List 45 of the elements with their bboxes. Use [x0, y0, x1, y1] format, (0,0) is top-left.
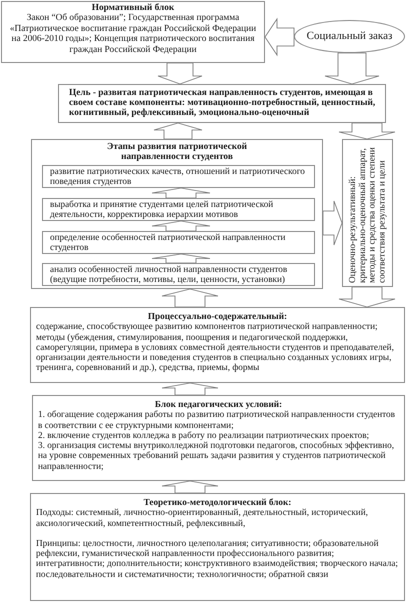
block-heading: Процессуально-содержательный:: [146, 311, 288, 322]
ellipse-node: [294, 20, 405, 53]
block-arrow: [152, 188, 210, 198]
block-heading: Нормативный блок: [90, 3, 176, 14]
block-box: [32, 395, 405, 481]
block-heading: Блок педагогических условий:: [154, 399, 284, 410]
step-box: [42, 165, 315, 188]
block-arrow: [264, 18, 294, 56]
block-text: Закон “Об образовании”; Государственная программа «Патриотическое воспитание граждан Российской Федерации на 2006-2010 годы»; Концепция патриотического воспитания граждан Российской Федерации: [8, 13, 258, 56]
step-box: [42, 198, 315, 221]
block-arrow: [324, 52, 380, 84]
block-arrow: [322, 200, 342, 246]
vertical-text: Оценочно-результативный: критериально-оценочный аппарат, методы и средства оценки степени соответствия результата и цели: [348, 146, 388, 283]
goal-text: Цель - развитая патриотическая направленность студентов, имеющая в своем составе компоненты: мотивационно-потребностный, ценностный, когнитивный, рефлексивный, эмоционально-оценочный: [69, 88, 376, 119]
step-text: анализ особенностей личностной направленности студентов (ведущие потребности, мотивы, цели, ценности, установки): [50, 265, 288, 285]
step-text: определение особенностей патриотической направленности студентов: [50, 233, 286, 253]
ellipse-label: Социальный заказ: [306, 30, 392, 43]
block-box: [30, 493, 405, 601]
block-arrow: [162, 288, 218, 308]
block-text: содержание, способствующее развитию компонентов патриотической направленности;: [36, 321, 379, 332]
block-arrow: [158, 62, 202, 84]
block-text: 3. организация системы внутриколледжной подготовки педагогов, способных эффективно, на уровне современных требований решать задачи развития у студентов патриотической направленности;: [38, 440, 396, 472]
stages-box: [31, 139, 323, 289]
block-arrow: [162, 480, 218, 494]
block-arrow: [338, 122, 396, 140]
block-heading: Этапы развития патриотической направленности студентов: [106, 143, 248, 163]
block-heading: Теоретико-методологический блок:: [142, 497, 292, 508]
block-text: 2. включение студентов колледжа в работу по реализации патриотических проектов;: [38, 430, 370, 440]
block-arrow: [154, 122, 202, 140]
block-text: Подходы: системный, личностно-ориентированный, деятельностный, исторический, аксиологический, компетентностный, рефлексивный,: [36, 507, 369, 528]
block-box: [1, 1, 265, 63]
vertical-box: [342, 139, 393, 287]
step-box: [42, 263, 315, 286]
block-box: [30, 307, 405, 383]
block-arrow: [152, 254, 210, 264]
goal-box: [58, 84, 386, 123]
step-box: [42, 231, 315, 254]
step-text: развитие патриотических качеств, отношений и патриотического поведения студентов: [50, 167, 306, 187]
block-text: методы (убеждения, стимулирования, поощрения и педагогической поддержки, саморегуляции, примера в условиях совместной деятельности студентов и преподавателей, организации деятельности и поведения студентов в специально созданных условиях игры, тренинга, соревнований и др.), средства, приемы, формы: [36, 332, 395, 373]
block-arrow: [152, 220, 210, 232]
step-text: выработка и принятие студентами целей патриотической деятельности, корректировка иерархии мотивов: [50, 200, 274, 220]
block-arrow: [338, 286, 396, 308]
block-text: 1. обогащение содержания работы по развитию патриотической направленности студентов в соответствии с ее структурными компонентами;: [38, 409, 396, 430]
block-text: Принципы: целостности, личностного целеполагания; ситуативности; образовательной рефлексии, гуманистической направленности профессионального развития; интегративности; дополнительности; конструктивного взаимодействия; творческого начала; последовательности и систематичности; технологичности; обратной связи: [36, 538, 399, 580]
block-arrow: [162, 382, 218, 396]
